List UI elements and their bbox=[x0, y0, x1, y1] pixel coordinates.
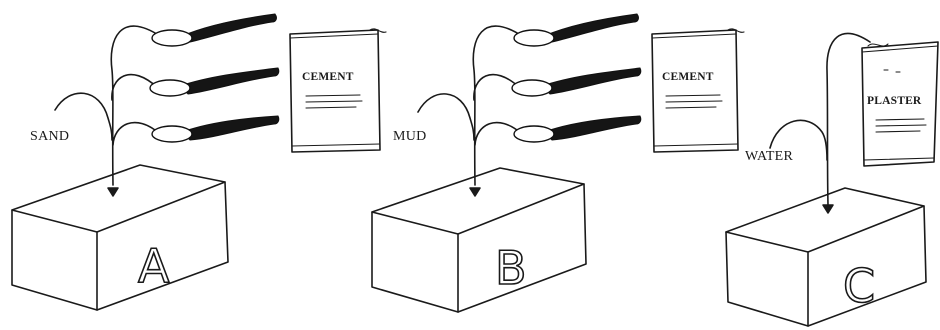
bag-label-a: CEMENT bbox=[302, 71, 354, 83]
ingredient-label-b: MUD bbox=[393, 129, 427, 144]
spoon-b1 bbox=[514, 14, 638, 46]
spoon-a3 bbox=[152, 116, 279, 142]
setup-a: SAND CEMENT A bbox=[12, 14, 386, 310]
ingredient-label-c: WATER bbox=[745, 149, 794, 164]
spoon-lines-b bbox=[418, 26, 522, 185]
arrow-b bbox=[470, 188, 480, 196]
spoon-b3 bbox=[514, 116, 641, 142]
box-letter-b: B bbox=[495, 241, 527, 295]
setup-b: MUD CEMENT B bbox=[372, 14, 744, 312]
cement-bag-a: CEMENT bbox=[290, 29, 386, 152]
box-letter-c: C bbox=[843, 259, 875, 313]
plaster-bag-c: PLASTER bbox=[862, 42, 938, 166]
bag-label-c: PLASTER bbox=[867, 95, 922, 107]
box-a: A bbox=[12, 165, 228, 310]
box-letter-a: A bbox=[138, 239, 170, 293]
spoon-lines-a bbox=[55, 26, 160, 185]
spoon-b2 bbox=[512, 68, 641, 96]
bag-label-b: CEMENT bbox=[662, 71, 714, 83]
setup-c: WATER PLASTER C bbox=[726, 34, 938, 326]
ingredient-label-a: SAND bbox=[30, 129, 69, 144]
pour-lines-c bbox=[770, 34, 870, 205]
spoon-a2 bbox=[150, 68, 279, 96]
arrow-c bbox=[823, 205, 833, 213]
spoon-a1 bbox=[152, 14, 276, 46]
arrow-a bbox=[108, 188, 118, 196]
cement-bag-b: CEMENT bbox=[652, 29, 744, 152]
